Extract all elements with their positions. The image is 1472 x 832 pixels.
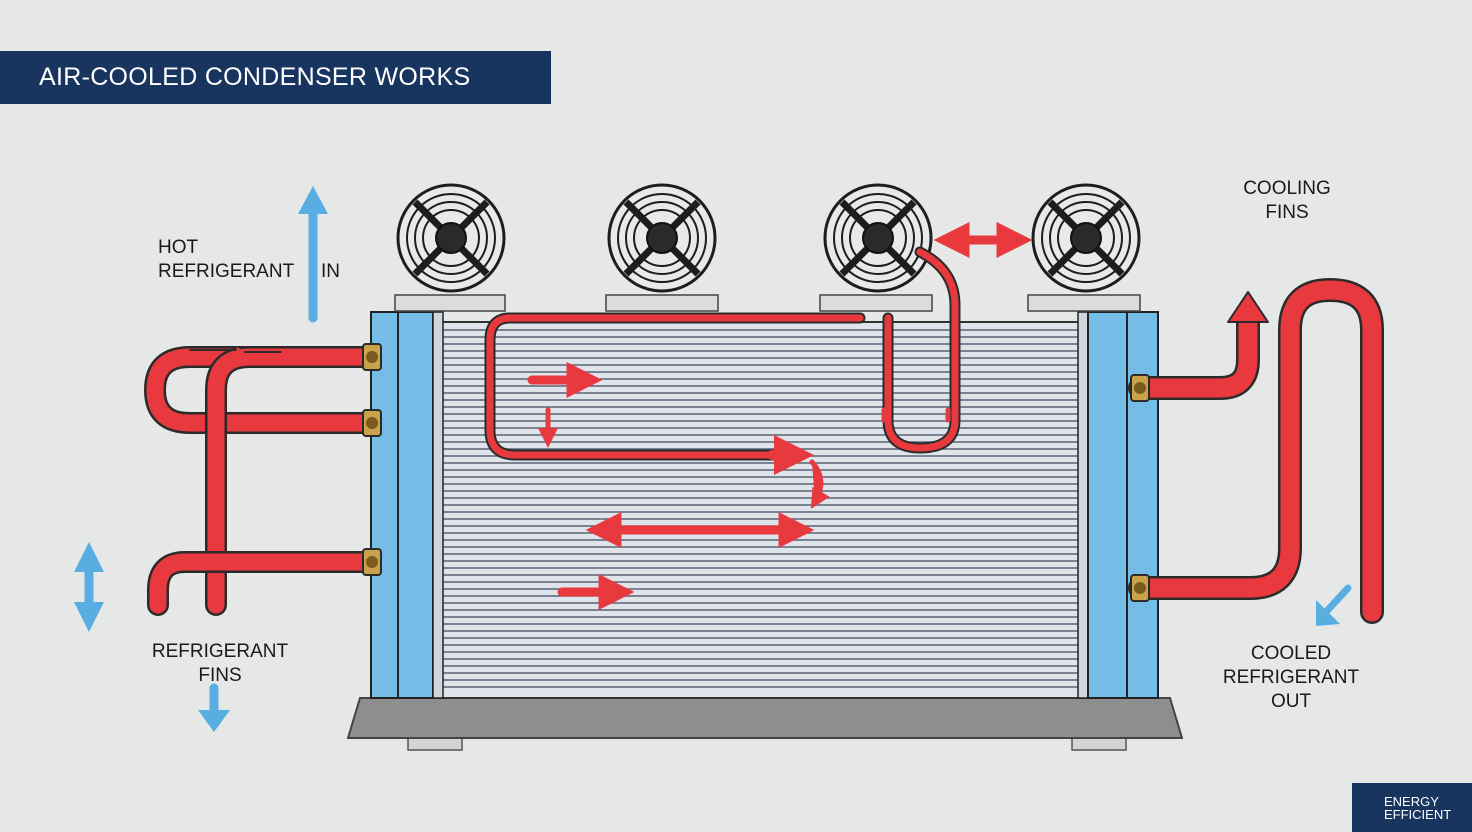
- fan-icon: [398, 185, 504, 291]
- title-banner: AIR-COOLED CONDENSER WORKS: [0, 51, 551, 104]
- hot-refrigerant-label: HOT REFRIGERANT: [158, 236, 294, 284]
- page-title: AIR-COOLED CONDENSER WORKS: [39, 63, 471, 91]
- fins-label-line2: FINS: [198, 665, 242, 686]
- inlet-piping: [144, 346, 376, 616]
- outlet-piping: [1128, 278, 1384, 624]
- cooling-label-line2: FINS: [1265, 202, 1309, 223]
- energy-efficient-badge: ENERGY EFFICIENT: [1352, 783, 1472, 832]
- cooled-label-line1: COOLED: [1250, 643, 1332, 664]
- cooled-refrigerant-out-label: COOLED REFRIGERANT OUT: [1208, 642, 1374, 714]
- fins-label-line1: REFRIGERANT: [151, 641, 289, 662]
- fan-icon: [1033, 185, 1139, 291]
- cooling-label-line1: COOLING: [1243, 178, 1331, 199]
- left-header-panel: [370, 311, 444, 699]
- fin-coil: [431, 321, 1089, 699]
- fan-mounts: [394, 294, 1141, 312]
- cooling-fins-label: COOLING FINS: [1222, 177, 1352, 225]
- fan-icon: [609, 185, 715, 291]
- cooled-label-line2: REFRIGERANT: [1222, 667, 1360, 688]
- airflow-arrow-icon: [74, 186, 1352, 732]
- hot-label-line1: HOT: [158, 237, 199, 258]
- refrigerant-fins-label: REFRIGERANT FINS: [140, 640, 300, 688]
- internal-refrigerant-path: [484, 246, 961, 461]
- refrigerant-arrow-icon: [527, 222, 1033, 610]
- hot-in-text: IN: [321, 261, 340, 282]
- badge-line1: ENERGY: [1384, 794, 1439, 809]
- hot-in-label: IN: [321, 260, 340, 284]
- right-header-panel: [1077, 311, 1159, 699]
- badge-line2: EFFICIENT: [1384, 807, 1452, 822]
- hot-label-line2: REFRIGERANT: [158, 261, 295, 282]
- cooled-label-line3: OUT: [1270, 691, 1312, 712]
- fan-icon: [825, 185, 931, 291]
